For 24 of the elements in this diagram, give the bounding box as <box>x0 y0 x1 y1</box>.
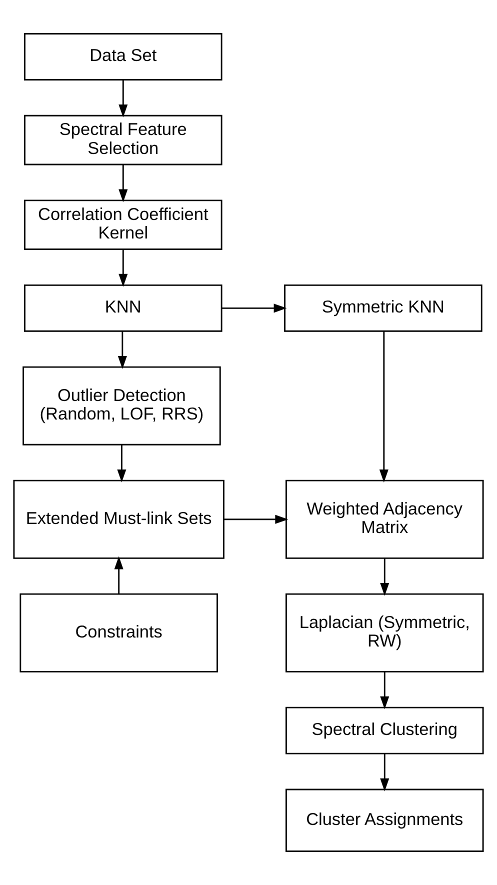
arrow <box>118 80 128 118</box>
arrow <box>117 444 126 482</box>
arrow <box>380 558 390 596</box>
arrow <box>114 556 124 594</box>
node-box: Outlier Detection (Random, LOF, RRS) <box>22 366 221 446</box>
arrow <box>118 331 127 369</box>
arrow <box>224 514 288 524</box>
node-box: Spectral Clustering <box>286 706 484 754</box>
node-box: Laplacian (Symmetric, RW) <box>286 593 484 672</box>
node-box: Extended Must-link Sets <box>13 480 224 559</box>
node-box: Symmetric KNN <box>284 284 482 332</box>
node-box: Data Set <box>24 33 222 80</box>
node-box: Cluster Assignments <box>286 788 484 852</box>
arrow <box>379 331 388 482</box>
arrow <box>118 249 128 287</box>
arrow <box>222 304 287 313</box>
node-box: Spectral Feature Selection <box>24 114 222 166</box>
node-box: Correlation Coefficient Kernel <box>24 200 222 250</box>
node-box: Weighted Adjacency Matrix <box>286 480 484 559</box>
arrow <box>118 164 128 202</box>
arrow <box>380 754 390 792</box>
arrow <box>380 672 390 710</box>
node-box: Constraints <box>20 593 218 672</box>
node-box: KNN <box>24 284 222 332</box>
